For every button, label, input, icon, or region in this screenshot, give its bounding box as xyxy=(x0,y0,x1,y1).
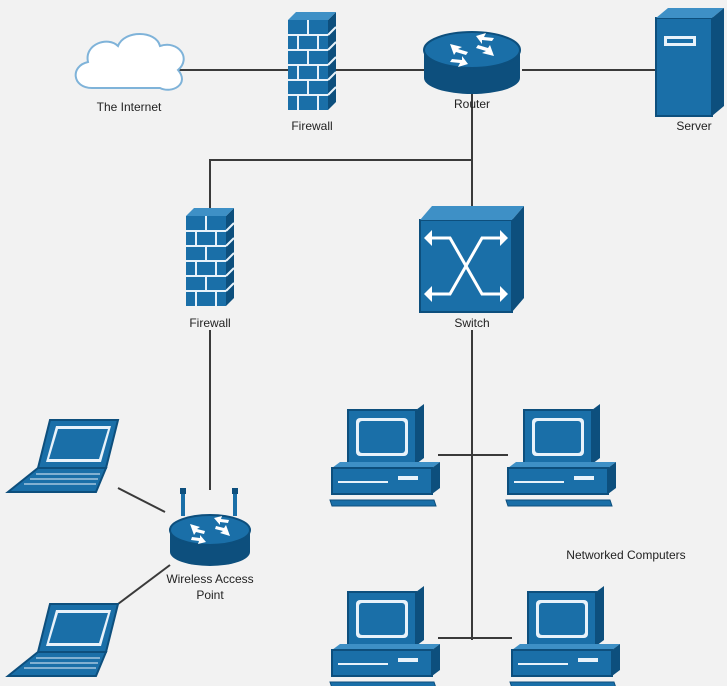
firewall-mid-label: Firewall xyxy=(189,316,231,330)
server-icon xyxy=(655,8,724,117)
internet-label: The Internet xyxy=(96,100,162,114)
firewall-top-label: Firewall xyxy=(291,119,333,133)
router-icon xyxy=(423,31,521,94)
desktop-computer-icon xyxy=(329,585,441,686)
switch-icon xyxy=(419,206,524,313)
networked-computers-label: Networked Computers xyxy=(566,548,686,562)
wap-label-line1: Wireless Access xyxy=(166,572,254,586)
laptop-icon xyxy=(7,603,119,677)
server-label: Server xyxy=(676,119,712,133)
internet-cloud-icon xyxy=(74,33,185,91)
desktop-computer-icon xyxy=(329,403,441,507)
desktop-computer-icon xyxy=(509,585,621,686)
wireless-access-point-icon xyxy=(169,488,251,566)
connection-lines xyxy=(117,69,656,640)
laptop-icon xyxy=(7,419,119,493)
desktop-computer-icon xyxy=(505,403,617,507)
firewall-mid-icon xyxy=(185,207,235,307)
firewall-top-icon xyxy=(287,11,337,111)
switch-label: Switch xyxy=(454,316,490,330)
router-label: Router xyxy=(453,97,491,111)
wap-label-line2: Point xyxy=(196,588,224,602)
